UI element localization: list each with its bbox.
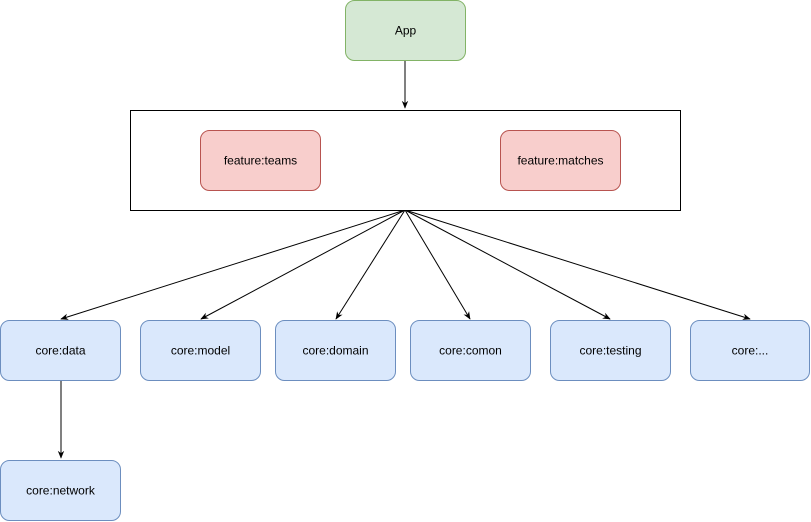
- feature-matches-box: [500, 130, 621, 191]
- feature-teams-label: feature:teams: [224, 154, 297, 168]
- core-testing-label: core:testing: [579, 344, 641, 358]
- core-more-label: core:...: [732, 344, 769, 358]
- edge-features-to-core-more: [404, 209, 751, 320]
- core-testing-node: core:testing: [550, 320, 671, 381]
- core-network-box: [0, 460, 121, 521]
- core-comon-node: core:comon: [410, 320, 531, 381]
- feature-teams-box: [200, 130, 321, 191]
- feature-matches-label: feature:matches: [517, 154, 603, 168]
- feature-group: feature:teams feature:matches: [130, 110, 681, 211]
- core-domain-label: core:domain: [302, 344, 368, 358]
- edge-features-to-core-testing: [404, 209, 611, 320]
- core-domain-node: core:domain: [275, 320, 396, 381]
- core-testing-box: [550, 320, 671, 381]
- core-comon-label: core:comon: [439, 344, 502, 358]
- core-data-label: core:data: [35, 344, 85, 358]
- app-node-box: [345, 0, 466, 61]
- core-network-node: core:network: [0, 460, 121, 521]
- core-more-box: [690, 320, 810, 381]
- core-row: core:data core:model core:domain core:co…: [0, 320, 810, 381]
- edge-features-to-core-data: [60, 209, 406, 320]
- app-node: App: [345, 0, 466, 61]
- core-more-node: core:...: [690, 320, 810, 381]
- core-comon-box: [410, 320, 531, 381]
- core-data-node: core:data: [0, 320, 121, 381]
- core-model-node: core:model: [140, 320, 261, 381]
- core-model-label: core:model: [171, 344, 230, 358]
- feature-teams-node: feature:teams: [200, 130, 321, 191]
- edge-features-to-core-comon: [404, 209, 471, 320]
- edges: [57, 60, 751, 459]
- feature-matches-node: feature:matches: [500, 130, 621, 191]
- edge-features-to-core-model: [200, 209, 406, 320]
- core-data-box: [0, 320, 121, 381]
- edge-features-to-core-domain: [335, 209, 406, 320]
- core-network-label: core:network: [26, 484, 96, 498]
- core-model-box: [140, 320, 261, 381]
- app-node-label: App: [395, 24, 417, 38]
- core-domain-box: [275, 320, 396, 381]
